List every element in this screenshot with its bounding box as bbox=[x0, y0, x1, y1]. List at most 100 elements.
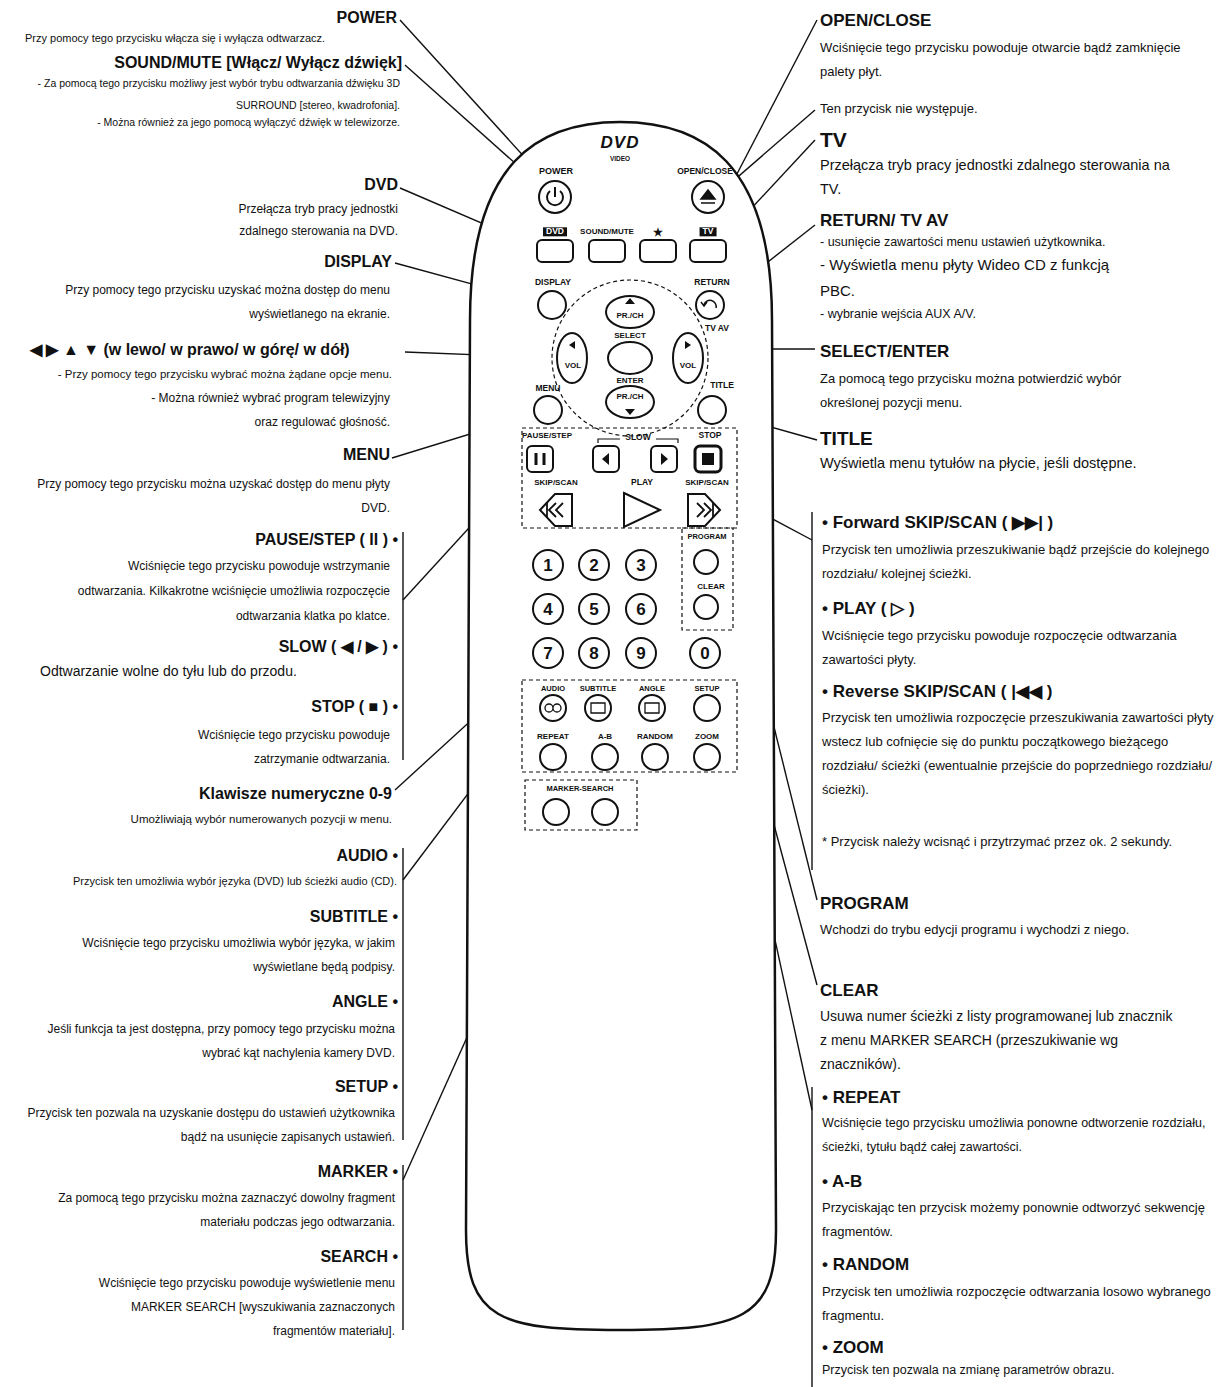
callout-text: - usunięcie zawartości menu ustawień uży… bbox=[820, 233, 1215, 251]
callout-heading: ANGLE • bbox=[98, 992, 398, 1012]
button-label: REPEAT bbox=[537, 733, 569, 742]
button-label: TITLE bbox=[710, 381, 734, 390]
button-label: SOUND/MUTE bbox=[580, 228, 634, 237]
button-label: CLEAR bbox=[697, 583, 725, 592]
key-digit: 8 bbox=[589, 645, 598, 662]
button-label: PR./CH bbox=[616, 312, 643, 321]
callout-text: Wciśnięcie tego przycisku powoduje rozpo… bbox=[822, 624, 1214, 672]
button-label: SKIP/SCAN bbox=[685, 479, 729, 488]
callout-text: - Za pomocą tego przycisku możliwy jest … bbox=[22, 72, 400, 116]
callout-text: Wciśnięcie tego przycisku umożliwia pono… bbox=[822, 1111, 1214, 1159]
button-label: VOL bbox=[680, 362, 696, 371]
number-key: 2 bbox=[578, 549, 610, 581]
button-label: MARKER-SEARCH bbox=[546, 785, 613, 793]
callout-text: Wciśnięcie tego przycisku powoduje wyświ… bbox=[65, 1271, 395, 1343]
callout-text: Przycisk ten pozwala na zmianę parametró… bbox=[822, 1361, 1214, 1379]
callout-heading: DVD bbox=[198, 175, 398, 195]
callout-text: Za pomocą tego przycisku można zaznaczyć… bbox=[25, 1186, 395, 1234]
callout-text: Wciśnięcie tego przycisku umożliwia wybó… bbox=[25, 931, 395, 979]
callout-heading: ◀ ▶ ▲ ▼ (w lewo/ w prawo/ w górę/ w dół) bbox=[30, 340, 410, 360]
number-key: 5 bbox=[578, 593, 610, 625]
callout-text: Usuwa numer ścieżki z listy programowane… bbox=[820, 1004, 1180, 1076]
callout-text: - Wyświetla menu płyty Wideo CD z funkcj… bbox=[820, 252, 1140, 304]
callout-text: * Przycisk należy wcisnąć i przytrzymać … bbox=[822, 830, 1202, 854]
callout-heading: POWER bbox=[97, 8, 397, 28]
button-label: RANDOM bbox=[637, 733, 673, 742]
callout-heading: OPEN/CLOSE bbox=[820, 10, 1210, 31]
callout-heading: RETURN/ TV AV bbox=[820, 210, 1210, 231]
callout-text: Jeśli funkcja ta jest dostępna, przy pom… bbox=[25, 1017, 395, 1065]
button-label: ENTER bbox=[616, 377, 643, 386]
button-label: SLOW bbox=[625, 433, 651, 442]
callout-text: - Można również wybrać program telewizyj… bbox=[130, 386, 390, 434]
callout-heading: • A-B bbox=[822, 1171, 1212, 1192]
key-digit: 6 bbox=[636, 601, 645, 618]
button-label: POWER bbox=[539, 167, 573, 177]
callout-text: - wybranie wejścia AUX A/V. bbox=[820, 305, 1215, 323]
button-label: AUDIO bbox=[541, 685, 565, 693]
callout-text: Umożliwiają wybór numerowanych pozycji w… bbox=[22, 810, 392, 828]
callout-text: Ten przycisk nie występuje. bbox=[820, 100, 1215, 118]
key-digit: 0 bbox=[700, 645, 709, 662]
callout-heading: CLEAR bbox=[820, 980, 1210, 1001]
button-label: TV AV bbox=[705, 324, 729, 333]
button-label: SUBTITLE bbox=[580, 685, 617, 693]
button-label: SELECT bbox=[614, 332, 646, 341]
callout-heading: SEARCH • bbox=[98, 1247, 398, 1267]
callout-text: Przycisk ten umożliwia przeszukiwanie bą… bbox=[822, 538, 1214, 586]
callout-text: Przełącza tryb pracy jednostki zdalnego … bbox=[820, 153, 1180, 201]
buttons bbox=[522, 181, 737, 830]
callout-text: Przy pomocy tego przycisku włącza się i … bbox=[25, 30, 405, 46]
button-label: TV bbox=[700, 227, 717, 236]
callout-heading: • PLAY ( ▷ ) bbox=[822, 598, 1212, 619]
callout-heading: • ZOOM bbox=[822, 1337, 1212, 1358]
callout-heading: DISPLAY bbox=[192, 252, 392, 272]
callout-text: - Przy pomocy tego przycisku wybrać możn… bbox=[4, 364, 392, 384]
number-key: 0 bbox=[689, 637, 721, 669]
callout-text: Przycisk ten umożliwia wybór języka (DVD… bbox=[5, 872, 397, 890]
callout-text: Odtwarzanie wolne do tyłu lub do przodu. bbox=[40, 662, 410, 680]
key-digit: 3 bbox=[636, 557, 645, 574]
callout-heading: SELECT/ENTER bbox=[820, 341, 1210, 362]
callout-heading: PAUSE/STEP ( II ) • bbox=[98, 530, 398, 550]
callout-heading: MARKER • bbox=[98, 1162, 398, 1182]
callout-heading: SLOW ( ◀ / ▶ ) • bbox=[98, 637, 398, 657]
callout-heading: STOP ( ■ ) • bbox=[98, 697, 398, 717]
callout-heading: PROGRAM bbox=[820, 893, 1210, 914]
button-label: SKIP/SCAN bbox=[534, 479, 578, 488]
callout-text: Wciśnięcie tego przycisku powoduje otwar… bbox=[820, 36, 1215, 84]
button-label: RETURN bbox=[694, 278, 729, 287]
callout-text: Przycisk ten pozwala na uzyskanie dostęp… bbox=[25, 1101, 395, 1149]
key-digit: 7 bbox=[543, 645, 552, 662]
number-key: 9 bbox=[625, 637, 657, 669]
key-digit: 9 bbox=[636, 645, 645, 662]
button-label: MENU bbox=[535, 384, 560, 393]
callout-text: Przełącza tryb pracy jednostki zdalnego … bbox=[198, 198, 398, 242]
callout-text: Przy pomocy tego przycisku uzyskać można… bbox=[30, 278, 390, 326]
button-label: PLAY bbox=[631, 478, 653, 487]
button-label: A-B bbox=[598, 733, 612, 742]
button-label: OPEN/CLOSE bbox=[677, 167, 733, 176]
callout-heading: • REPEAT bbox=[822, 1087, 1212, 1108]
leader-lines bbox=[392, 20, 817, 1387]
key-digit: 4 bbox=[543, 601, 552, 618]
button-label: ZOOM bbox=[695, 733, 719, 742]
callout-text: Wchodzi do trybu edycji programu i wycho… bbox=[820, 918, 1200, 942]
button-label: VOL bbox=[565, 362, 581, 371]
button-label: ★ bbox=[653, 226, 663, 238]
key-digit: 2 bbox=[589, 557, 598, 574]
button-label: DVD bbox=[601, 134, 640, 153]
key-digit: 1 bbox=[543, 557, 552, 574]
button-label: SETUP bbox=[694, 685, 719, 693]
callout-text: Przyciskając ten przycisk możemy ponowni… bbox=[822, 1196, 1214, 1244]
button-label: VIDEO bbox=[610, 155, 630, 162]
callout-heading: SETUP • bbox=[98, 1077, 398, 1097]
number-key: 6 bbox=[625, 593, 657, 625]
button-label: PROGRAM bbox=[687, 533, 726, 541]
callout-heading: SUBTITLE • bbox=[98, 907, 398, 927]
callout-text: Wciśnięcie tego przycisku powoduje wstrz… bbox=[60, 554, 390, 629]
button-label: PAUSE/STEP bbox=[522, 432, 572, 441]
button-label: PR./CH bbox=[616, 393, 643, 402]
number-key: 3 bbox=[625, 549, 657, 581]
callout-heading: MENU bbox=[190, 445, 390, 465]
